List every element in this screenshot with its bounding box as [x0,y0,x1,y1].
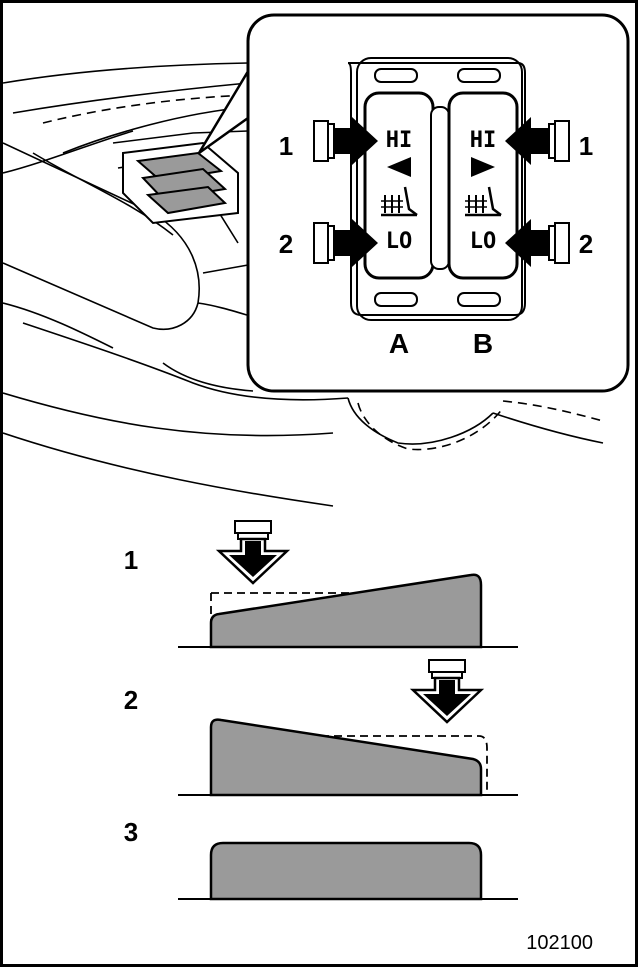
switch-b [447,91,519,280]
switch-b-hi-label: HI [470,128,497,153]
switch-tilted-rear [209,718,483,797]
switch-a-lo-label: LO [386,229,413,254]
state-3-number: 3 [124,817,138,847]
callout-2-right: 2 [579,229,593,259]
callout-1-left: 1 [279,131,293,161]
switch-a-letter: A [389,328,409,359]
switch-b-lo-label: LO [470,229,497,254]
switch-a-hi-label: HI [386,128,413,153]
callout-1-right: 1 [579,131,593,161]
state-3-diagram: 3 [124,817,518,901]
press-down-arrow-icon [411,658,483,724]
state-2-diagram: 2 [124,658,518,797]
console-line-drawing [3,62,604,507]
callout-2-left: 2 [279,229,293,259]
triangle-left-icon [387,157,411,177]
state-1-number: 1 [124,545,138,575]
switch-tilted-front [209,573,483,649]
figure-code: 102100 [526,932,593,954]
console-switches [122,141,239,225]
seat-heater-diagram: HI LO HI LO 1 2 1 2 A B 1 2 [3,13,630,954]
switch-neutral [209,841,483,901]
switch-b-letter: B [473,328,493,359]
switch-panel-callout: HI LO HI LO 1 2 1 2 A B [246,13,630,393]
triangle-right-icon [471,157,495,177]
state-1-diagram: 1 [124,519,518,649]
state-2-number: 2 [124,685,138,715]
press-down-arrow-icon [217,519,289,585]
